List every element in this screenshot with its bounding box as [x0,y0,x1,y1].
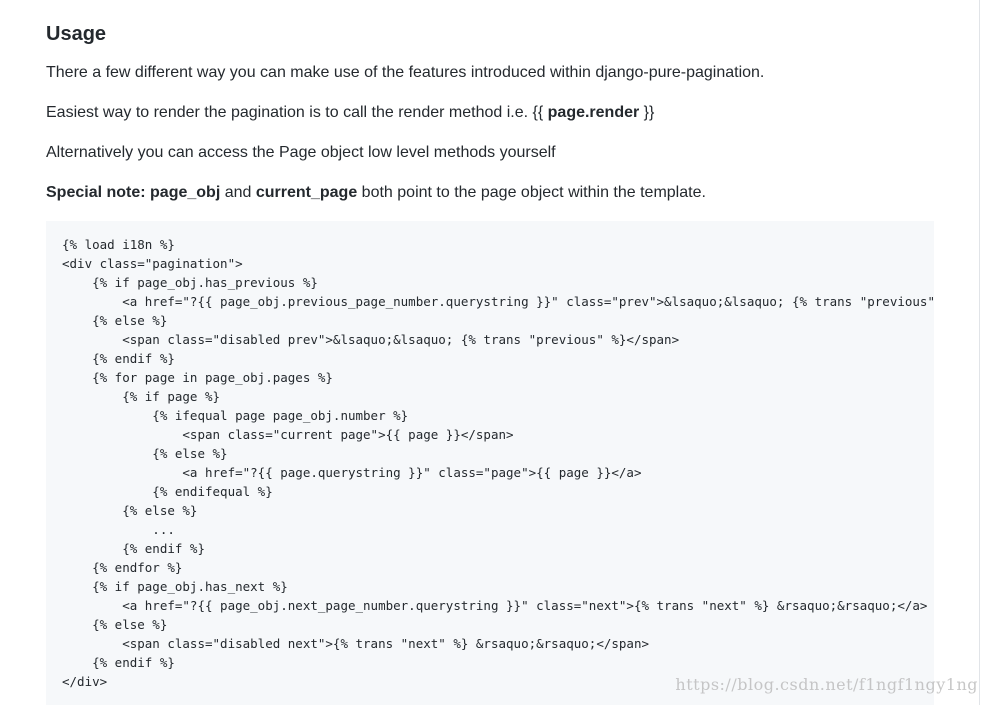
code-line: {% if page_obj.has_previous %} [62,275,318,290]
code-line: {% else %} [62,446,228,461]
special-note-paragraph: Special note: page_obj and current_page … [46,181,706,205]
code-line: {% else %} [62,313,168,328]
code-line: <a href="?{{ page_obj.next_page_number.q… [62,598,928,613]
code-line: <div class="pagination"> [62,256,243,271]
code-line: ... [62,522,175,537]
render-close-braces: }} [639,104,655,121]
render-method-name: page.render [547,104,640,121]
code-block[interactable]: {% load i18n %}<div class="pagination"> … [46,221,934,705]
code-line: {% endif %} [62,541,205,556]
code-line: {% if page %} [62,389,221,404]
code-line: {% endfor %} [62,560,183,575]
code-line: {% load i18n %} [62,237,175,252]
code-line: {% else %} [62,503,198,518]
code-line: {% else %} [62,617,168,632]
render-paragraph: Easiest way to render the pagination is … [46,101,654,125]
code-line: <a href="?{{ page_obj.previous_page_numb… [62,294,934,309]
code-line: <span class="disabled next">{% trans "ne… [62,636,649,651]
code-line: <a href="?{{ page.querystring }}" class=… [62,465,642,480]
code-line: {% for page in page_obj.pages %} [62,370,333,385]
intro-paragraph: There a few different way you can make u… [46,64,765,81]
special-note-rest: both point to the page object within the… [357,184,706,201]
blog-watermark: https://blog.csdn.net/f1ngf1ngy1ng [675,675,978,694]
code-line: <span class="disabled prev">&lsaquo;&lsa… [62,332,680,347]
section-heading: Usage [46,23,107,45]
alternative-paragraph: Alternatively you can access the Page ob… [46,144,556,161]
code-line: {% endif %} [62,351,175,366]
code-line: {% endif %} [62,655,175,670]
render-open-braces: {{ [532,104,548,121]
code-line: {% endifequal %} [62,484,273,499]
special-note-label: Special note: page_obj [46,184,221,201]
special-note-and: and [220,184,256,201]
code-line: <span class="current page">{{ page }}</s… [62,427,514,442]
special-note-current-page: current_page [255,184,358,201]
render-paragraph-text: Easiest way to render the pagination is … [46,104,533,121]
code-line: </div> [62,674,108,689]
code-line: {% ifequal page page_obj.number %} [62,408,409,423]
code-line: {% if page_obj.has_next %} [62,579,288,594]
code-content[interactable]: {% load i18n %}<div class="pagination"> … [62,235,934,691]
content-right-border [979,0,980,705]
